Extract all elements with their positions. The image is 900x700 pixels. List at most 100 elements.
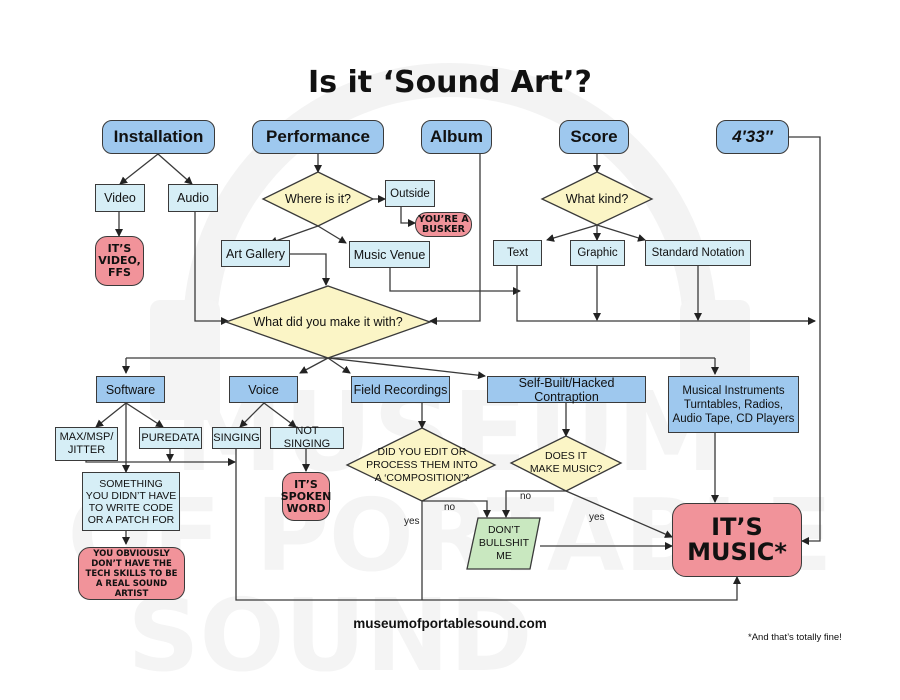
edge-venue-text bbox=[389, 265, 521, 295]
decision-did-you-edit bbox=[345, 427, 497, 502]
where-is-it-label: Where is it? bbox=[285, 192, 351, 206]
node-something-no-code[interactable]: SOMETHING YOU DIDN’T HAVE TO WRITE CODE … bbox=[82, 472, 180, 531]
start-performance[interactable]: Performance bbox=[252, 120, 384, 154]
node-puredata[interactable]: PUREDATA bbox=[139, 427, 202, 449]
node-audio[interactable]: Audio bbox=[168, 184, 218, 212]
edge-kind-text bbox=[546, 224, 598, 242]
edge-make-selfbuilt bbox=[327, 357, 486, 380]
spoken-line-2: SPOKEN bbox=[280, 489, 332, 503]
edit-line-2: PROCESS THEM INTO bbox=[366, 458, 478, 471]
music-yes-label: yes bbox=[589, 512, 605, 523]
edge-software-max bbox=[95, 402, 127, 428]
node-voice[interactable]: Voice bbox=[229, 376, 298, 403]
something-line-3: TO WRITE CODE bbox=[88, 501, 174, 514]
edge-singing-music bbox=[235, 449, 741, 601]
terminal-its-music: IT’S MUSIC* bbox=[672, 503, 802, 577]
skills-line-2: DON’T HAVE THE bbox=[91, 558, 172, 569]
node-graphic[interactable]: Graphic bbox=[570, 240, 625, 266]
node-outside[interactable]: Outside bbox=[385, 180, 435, 207]
decision-what-kind bbox=[540, 171, 654, 226]
edge-make-voice bbox=[299, 357, 329, 374]
instruments-line-1: Musical Instruments bbox=[682, 384, 785, 397]
music-line-1: IT’S bbox=[711, 513, 763, 541]
busker-line-1: YOU’RE A bbox=[418, 213, 469, 225]
website-link[interactable]: museumofportablesound.com bbox=[353, 616, 547, 631]
edge-make-field bbox=[327, 357, 351, 374]
instruments-line-3: Audio Tape, CD Players bbox=[672, 412, 795, 425]
node-field-recordings[interactable]: Field Recordings bbox=[351, 376, 450, 403]
bullshit-line-3: ME bbox=[496, 549, 512, 562]
watermark-text-3: SOUND bbox=[128, 577, 533, 694]
spoken-line-3: WORD bbox=[286, 501, 326, 515]
node-musical-instruments[interactable]: Musical Instruments Turntables, Radios, … bbox=[668, 376, 799, 433]
edge-album-make bbox=[429, 154, 481, 325]
busker-line-2: BUSKER bbox=[422, 223, 465, 235]
node-text[interactable]: Text bbox=[493, 240, 542, 266]
dont-bullshit-shape bbox=[466, 517, 541, 570]
terminal-spoken-word: IT’S SPOKEN WORD bbox=[280, 472, 332, 521]
max-line-1: MAX/MSP/ bbox=[59, 431, 114, 443]
bullshit-line-2: BULLSHIT bbox=[478, 536, 530, 549]
did-you-edit-label: DID YOU EDIT OR PROCESS THEM INTO A ‘COM… bbox=[362, 445, 482, 485]
edge-kind-standard bbox=[596, 224, 646, 242]
skills-line-4: A REAL SOUND ARTIST bbox=[95, 578, 168, 599]
footnote: *And that’s totally fine! bbox=[748, 632, 842, 643]
decision-where-is-it bbox=[261, 171, 375, 227]
node-standard-notation[interactable]: Standard Notation bbox=[645, 240, 751, 266]
page-title: Is it ‘Sound Art’? bbox=[308, 65, 592, 100]
does-line-2: MAKE MUSIC? bbox=[529, 463, 603, 475]
edge-voice-singing bbox=[239, 402, 265, 428]
edge-installation-video bbox=[119, 153, 159, 185]
spoken-line-1: IT’S bbox=[294, 477, 318, 491]
node-not-singing[interactable]: NOT SINGING bbox=[270, 425, 344, 450]
does-it-make-music-label: DOES IT MAKE MUSIC? bbox=[521, 449, 611, 477]
decision-does-it-make-music bbox=[509, 435, 623, 492]
edge-text-music bbox=[516, 266, 815, 322]
max-line-2: JITTER bbox=[67, 444, 106, 456]
node-self-built[interactable]: Self-Built/Hacked Contraption bbox=[487, 376, 646, 404]
instruments-line-2: Turntables, Radios, bbox=[683, 398, 784, 411]
decision-what-did-you-make bbox=[224, 285, 432, 359]
edit-yes-label: yes bbox=[404, 516, 420, 527]
edge-does-yes bbox=[565, 490, 673, 538]
something-line-2: YOU DIDN’T HAVE bbox=[85, 489, 177, 502]
node-singing[interactable]: SINGING bbox=[212, 427, 261, 449]
edge-gallery-make bbox=[290, 253, 330, 286]
start-installation[interactable]: Installation bbox=[102, 120, 215, 154]
edge-audio-make bbox=[194, 212, 229, 325]
edge-edit-no bbox=[422, 500, 491, 518]
edit-line-3: A ‘COMPOSITION’? bbox=[374, 471, 470, 484]
something-line-4: OR A PATCH FOR bbox=[87, 513, 175, 526]
node-video[interactable]: Video bbox=[95, 184, 145, 212]
terminal-its-video: IT’S VIDEO, FFS bbox=[95, 236, 144, 286]
terminal-no-tech-skills: YOU OBVIOUSLY DON’T HAVE THE TECH SKILLS… bbox=[78, 547, 185, 600]
something-line-1: SOMETHING bbox=[99, 477, 163, 490]
node-music-venue[interactable]: Music Venue bbox=[349, 241, 430, 268]
what-kind-label: What kind? bbox=[565, 192, 629, 206]
node-software[interactable]: Software bbox=[96, 376, 165, 403]
terminal-busker: YOU’RE A BUSKER bbox=[415, 212, 472, 237]
what-did-you-make-label: What did you make it with? bbox=[253, 315, 403, 329]
edge-433-music bbox=[789, 136, 821, 545]
start-album[interactable]: Album bbox=[421, 120, 492, 154]
skills-line-3: TECH SKILLS TO BE bbox=[85, 568, 178, 579]
edge-voice-notsinging bbox=[263, 402, 297, 428]
edge-outside-busker bbox=[400, 207, 416, 227]
bullshit-line-1: DON’T bbox=[487, 523, 521, 536]
edit-no-label: no bbox=[444, 502, 456, 513]
does-line-1: DOES IT bbox=[544, 450, 587, 462]
its-video-line-3: FFS bbox=[108, 266, 131, 279]
music-no-label: no bbox=[520, 491, 532, 502]
dont-bullshit-label: DON’T BULLSHIT ME bbox=[472, 520, 536, 566]
start-score[interactable]: Score bbox=[559, 120, 629, 154]
node-max-msp[interactable]: MAX/MSP/ JITTER bbox=[55, 427, 118, 461]
edit-line-1: DID YOU EDIT OR bbox=[377, 445, 467, 458]
its-video-line-1: IT’S bbox=[107, 242, 132, 255]
start-4-33[interactable]: 4′33″ bbox=[716, 120, 789, 154]
edge-does-no bbox=[502, 490, 566, 518]
edge-software-pd bbox=[125, 402, 164, 428]
node-art-gallery[interactable]: Art Gallery bbox=[221, 240, 290, 267]
edge-installation-audio bbox=[157, 153, 193, 185]
edge-where-venue bbox=[317, 225, 347, 244]
